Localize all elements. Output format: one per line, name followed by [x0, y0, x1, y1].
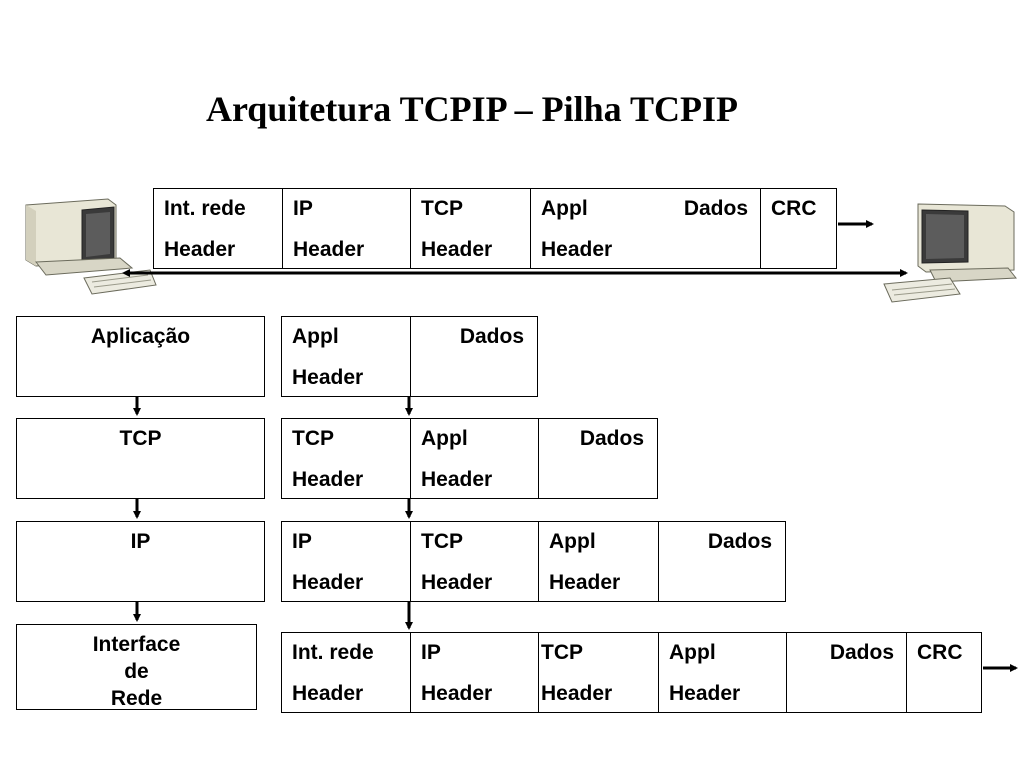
top-frame-dados-cell: Dados — [658, 189, 760, 268]
cell-sublabel: Header — [292, 571, 364, 594]
page-title: Arquitetura TCPIP – Pilha TCPIP — [205, 89, 739, 129]
appl-header-cell: Appl Header — [658, 633, 786, 712]
layer-label-line: Rede — [110, 687, 163, 710]
cell-label: IP — [292, 530, 312, 553]
cell-label: Dados — [707, 530, 772, 553]
cell-sublabel: Header — [541, 238, 613, 261]
cell-label: Dados — [459, 325, 524, 348]
top-frame-crc-cell: CRC — [760, 189, 836, 268]
tcp-frame: TCP Header Appl Header Dados — [281, 418, 658, 499]
cell-label: TCP — [421, 197, 463, 220]
tcp-header-cell: TCP Header — [282, 419, 410, 498]
cell-sublabel: Header — [421, 682, 493, 705]
cell-label: Int. rede — [292, 641, 374, 664]
cell-label: TCP — [292, 427, 334, 450]
top-frame-tcp-cell: TCP Header — [410, 189, 530, 268]
cell-label: IP — [421, 641, 441, 664]
top-frame-int-rede-cell: Int. rede Header — [154, 189, 282, 268]
application-frame: Appl Header Dados — [281, 316, 538, 397]
cell-label: IP — [293, 197, 313, 220]
cell-label: Appl — [541, 197, 588, 220]
cell-label: Appl — [669, 641, 716, 664]
cell-sublabel: Header — [541, 682, 613, 705]
cell-label: CRC — [771, 197, 817, 220]
cell-sublabel: Header — [421, 238, 493, 261]
layer-label: Aplicação — [90, 325, 191, 348]
top-frame-appl-cell: Appl Header — [530, 189, 658, 268]
cell-label: Dados — [829, 641, 894, 664]
cell-label: Int. rede — [164, 197, 246, 220]
cell-sublabel: Header — [164, 238, 236, 261]
layer-internet: IP — [16, 521, 265, 602]
appl-header-cell: Appl Header — [282, 317, 410, 396]
top-frame: Int. rede Header IP Header TCP Header Ap… — [153, 188, 837, 269]
layer-label-line: de — [124, 660, 149, 683]
tcp-header-cell: TCP Header — [410, 522, 538, 601]
cell-label: Appl — [549, 530, 596, 553]
cell-label: Appl — [421, 427, 468, 450]
dados-cell: Dados — [410, 317, 536, 396]
cell-sublabel: Header — [292, 682, 364, 705]
top-frame-ip-cell: IP Header — [282, 189, 410, 268]
layer-application: Aplicação — [16, 316, 265, 397]
layer-label: IP — [130, 530, 151, 553]
appl-header-cell: Appl Header — [538, 522, 658, 601]
appl-header-cell: Appl Header — [410, 419, 538, 498]
cell-label: TCP — [421, 530, 463, 553]
cell-sublabel: Header — [292, 468, 364, 491]
layer-label-line: Interface — [92, 633, 181, 656]
ip-header-cell: IP Header — [282, 522, 410, 601]
dados-cell: Dados — [538, 419, 656, 498]
int-rede-header-cell: Int. rede Header — [282, 633, 410, 712]
dados-cell: Dados — [658, 522, 784, 601]
cell-sublabel: Header — [421, 468, 493, 491]
cell-sublabel: Header — [549, 571, 621, 594]
layer-network-interface: Interface de Rede — [16, 624, 257, 710]
ip-frame: IP Header TCP Header Appl Header Dados — [281, 521, 786, 602]
dados-cell: Dados — [786, 633, 906, 712]
layer-label: TCP — [119, 427, 162, 450]
cell-sublabel: Header — [292, 366, 364, 389]
cell-label: Dados — [683, 197, 748, 220]
cell-label: TCP — [541, 641, 583, 664]
crc-cell: CRC — [906, 633, 981, 712]
cell-sublabel: Header — [669, 682, 741, 705]
cell-sublabel: Header — [421, 571, 493, 594]
cell-label: Appl — [292, 325, 339, 348]
network-frame: Int. rede Header IP Header TCP Header Ap… — [281, 632, 982, 713]
cell-sublabel: Header — [293, 238, 365, 261]
layer-transport: TCP — [16, 418, 265, 499]
cell-label: Dados — [579, 427, 644, 450]
cell-label: CRC — [917, 641, 963, 664]
ip-header-cell: IP Header — [410, 633, 538, 712]
tcp-header-cell: TCP Header — [538, 633, 658, 712]
